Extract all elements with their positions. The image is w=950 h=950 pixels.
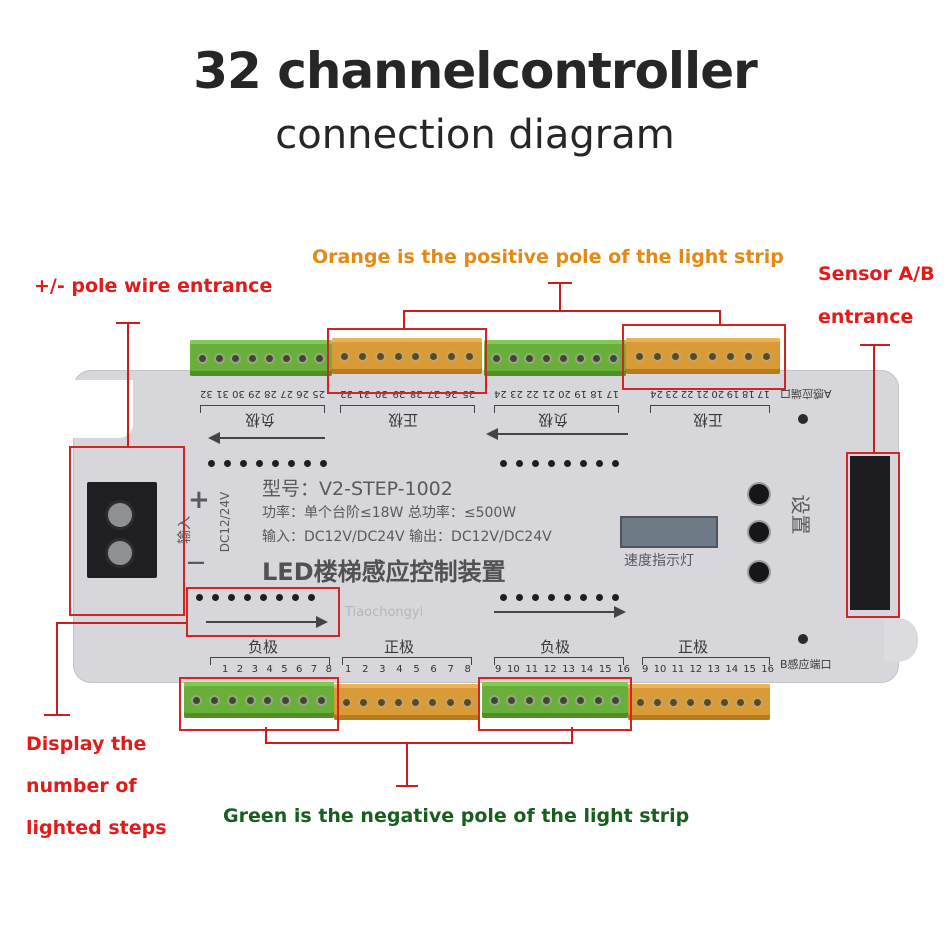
io-text: 输入：DC12V/DC24V 输出：DC12V/DC24V xyxy=(262,529,552,545)
callout-display-line2: number of xyxy=(26,775,137,797)
leader-orange-bar xyxy=(403,310,721,312)
arrow-bottom-left xyxy=(206,616,328,628)
label-top-neg-2: 负极 xyxy=(538,411,569,429)
bracket-top-neg-2 xyxy=(494,405,619,413)
sensor-connector-tab xyxy=(884,618,918,662)
bracket-bottom-pos-1 xyxy=(342,657,472,665)
leader-green-drop-left xyxy=(265,727,267,744)
setting-button-3[interactable] xyxy=(749,562,769,582)
label-top-pos-1: 正极 xyxy=(388,411,419,429)
setting-button-1[interactable] xyxy=(749,484,769,504)
highlight-sensor-port xyxy=(846,452,900,618)
leader-green-drop-right xyxy=(571,727,573,744)
label-bottom-pos-2: 正极 xyxy=(678,638,709,656)
leader-display-stem xyxy=(56,622,58,715)
highlight-display-leds xyxy=(186,587,340,637)
led-row-bottom-right xyxy=(500,594,619,601)
arrow-top-right xyxy=(486,428,628,440)
callout-sensor-line2: entrance xyxy=(818,306,914,328)
speed-indicator-label: 速度指示灯 xyxy=(624,553,694,569)
leader-sensor-stem xyxy=(873,344,875,452)
led-row-bottom-left xyxy=(196,594,315,601)
leader-sensor-cap xyxy=(860,344,890,346)
mounting-hole xyxy=(798,634,808,644)
leader-orange-stem xyxy=(559,282,561,310)
power-input-terminal[interactable] xyxy=(87,482,157,578)
callout-display-line1: Display the xyxy=(26,733,147,755)
setting-label: 设置 xyxy=(788,494,813,535)
port-a-label: A感应端口 xyxy=(780,387,832,400)
terminal-orange-top-left[interactable] xyxy=(332,338,482,374)
input-voltage-label: DC12/24V xyxy=(218,491,233,553)
led-row-top-right xyxy=(500,460,619,467)
leader-orange-drop-right xyxy=(719,310,721,324)
leader-orange-drop-left xyxy=(403,310,405,328)
terminal-green-top-right[interactable] xyxy=(484,340,626,376)
highlight-orange-top-right xyxy=(622,324,786,390)
bracket-bottom-neg-2 xyxy=(494,657,624,665)
highlight-power-input xyxy=(69,446,185,616)
port-b-label: B感应端口 xyxy=(780,658,832,671)
mounting-hole xyxy=(798,414,808,424)
callout-display-line3: lighted steps xyxy=(26,817,167,839)
model-text: 型号：V2-STEP-1002 xyxy=(262,478,453,500)
terminal-orange-bottom-right[interactable] xyxy=(628,684,770,720)
arrow-bottom-right xyxy=(494,606,626,618)
bracket-top-pos-1 xyxy=(340,405,475,413)
callout-pole-wire: +/- pole wire entrance xyxy=(34,275,273,297)
highlight-green-bottom-left xyxy=(179,677,339,731)
label-bottom-neg-2: 负极 xyxy=(540,638,571,656)
minus-sign: — xyxy=(187,552,205,573)
sensor-port[interactable] xyxy=(850,456,890,610)
terminal-orange-bottom-left[interactable] xyxy=(334,684,480,720)
setting-button-2[interactable] xyxy=(749,522,769,542)
callout-orange-positive: Orange is the positive pole of the light… xyxy=(312,246,784,268)
bracket-bottom-neg-1 xyxy=(210,657,330,665)
leader-display-bar xyxy=(56,622,186,624)
leader-green-stem xyxy=(406,742,408,786)
bracket-bottom-pos-2 xyxy=(642,657,770,665)
speed-indicator-display xyxy=(620,516,718,548)
terminal-orange-top-right[interactable] xyxy=(626,338,780,374)
diagram-subtitle: connection diagram xyxy=(275,112,675,158)
leader-green-cap xyxy=(396,785,418,787)
label-top-neg-1: 负极 xyxy=(245,411,276,429)
device-name: LED楼梯感应控制装置 xyxy=(262,558,506,586)
plus-sign: + xyxy=(188,485,210,515)
highlight-orange-top-left xyxy=(327,328,487,394)
highlight-green-bottom-right xyxy=(478,677,632,731)
leader-green-bar xyxy=(265,742,573,744)
mounting-notch xyxy=(73,380,133,438)
screw-icon[interactable] xyxy=(105,500,135,530)
terminal-green-bottom-left[interactable] xyxy=(184,682,334,718)
terminal-green-bottom-right[interactable] xyxy=(482,682,628,718)
led-row-top-left xyxy=(208,460,327,467)
callout-green-negative: Green is the negative pole of the light … xyxy=(223,805,690,827)
arrow-top-left xyxy=(208,432,325,444)
watermark: Tiaochongyi xyxy=(345,605,424,620)
label-bottom-neg-1: 负极 xyxy=(248,638,279,656)
label-bottom-pos-1: 正极 xyxy=(384,638,415,656)
bracket-top-pos-2 xyxy=(650,405,770,413)
leader-pole-stem xyxy=(127,322,129,446)
leader-display-cap xyxy=(44,714,70,716)
power-text: 功率：单个台阶≤18W 总功率：≤500W xyxy=(262,505,517,521)
bracket-top-neg-1 xyxy=(200,405,325,413)
screw-icon[interactable] xyxy=(105,538,135,568)
label-top-pos-2: 正极 xyxy=(693,411,724,429)
terminal-green-top-left[interactable] xyxy=(190,340,332,376)
diagram-title: 32 channelcontroller xyxy=(193,42,758,100)
callout-sensor-line1: Sensor A/B xyxy=(818,263,935,285)
leader-orange-cap xyxy=(548,282,572,284)
